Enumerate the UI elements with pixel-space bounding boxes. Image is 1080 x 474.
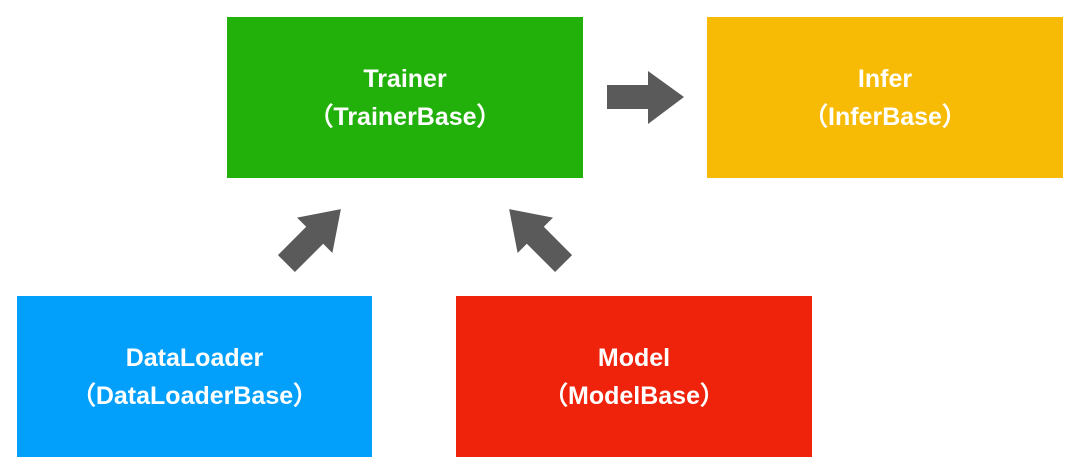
infer-box: Infer （InferBase） — [707, 17, 1063, 178]
trainer-box: Trainer （TrainerBase） — [227, 17, 583, 178]
infer-subtitle: （InferBase） — [803, 102, 967, 131]
dataloader-box: DataLoader （DataLoaderBase） — [17, 296, 372, 457]
dataloader-subtitle: （DataLoaderBase） — [70, 381, 319, 410]
dataloader-title: DataLoader — [125, 343, 264, 372]
model-title: Model — [597, 343, 671, 372]
model-subtitle: （ModelBase） — [543, 381, 725, 410]
infer-title: Infer — [857, 64, 913, 93]
arrow-up-left-icon — [509, 209, 573, 273]
trainer-subtitle: （TrainerBase） — [308, 102, 502, 131]
arrow-right-icon — [607, 71, 684, 124]
trainer-title: Trainer — [363, 64, 447, 93]
model-box: Model （ModelBase） — [456, 296, 812, 457]
arrow-up-right-icon — [277, 209, 341, 273]
